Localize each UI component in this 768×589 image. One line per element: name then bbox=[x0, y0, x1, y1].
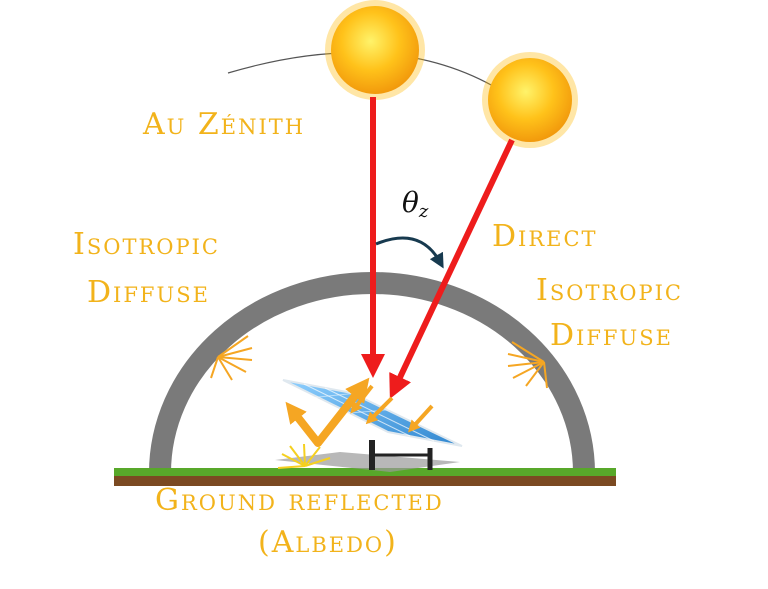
sun-icon bbox=[325, 0, 425, 100]
ground-splash bbox=[277, 443, 331, 469]
ground-grass bbox=[114, 468, 616, 476]
isotropic-diffuse-right-line2: Diffuse bbox=[550, 318, 673, 353]
direct-beam bbox=[389, 138, 515, 399]
diffuse-arrow bbox=[365, 396, 394, 425]
zenith-angle-arc bbox=[375, 236, 444, 269]
ground-soil bbox=[114, 474, 616, 486]
sun-icon bbox=[482, 52, 578, 148]
direct-label: Direct bbox=[492, 219, 598, 254]
ground-reflected-label-line2: (Albedo) bbox=[258, 525, 398, 560]
ground-reflected-label-line1: Ground reflected bbox=[155, 483, 444, 518]
diffuse-arrow bbox=[407, 404, 434, 433]
isotropic-diffuse-left-line2: Diffuse bbox=[87, 275, 210, 310]
reflection-arrow-back bbox=[285, 401, 321, 446]
diffuse-fan-right bbox=[507, 341, 548, 389]
panel-shadow bbox=[275, 452, 460, 472]
zenith-label: Au Zénith bbox=[143, 107, 306, 142]
zenith-angle-label: θz bbox=[402, 186, 429, 222]
isotropic-diffuse-left-line1: Isotropic bbox=[73, 227, 220, 262]
isotropic-diffuse-right-line1: Isotropic bbox=[536, 273, 683, 308]
diffuse-arrow bbox=[350, 384, 374, 414]
diffuse-fan-left bbox=[210, 335, 253, 381]
